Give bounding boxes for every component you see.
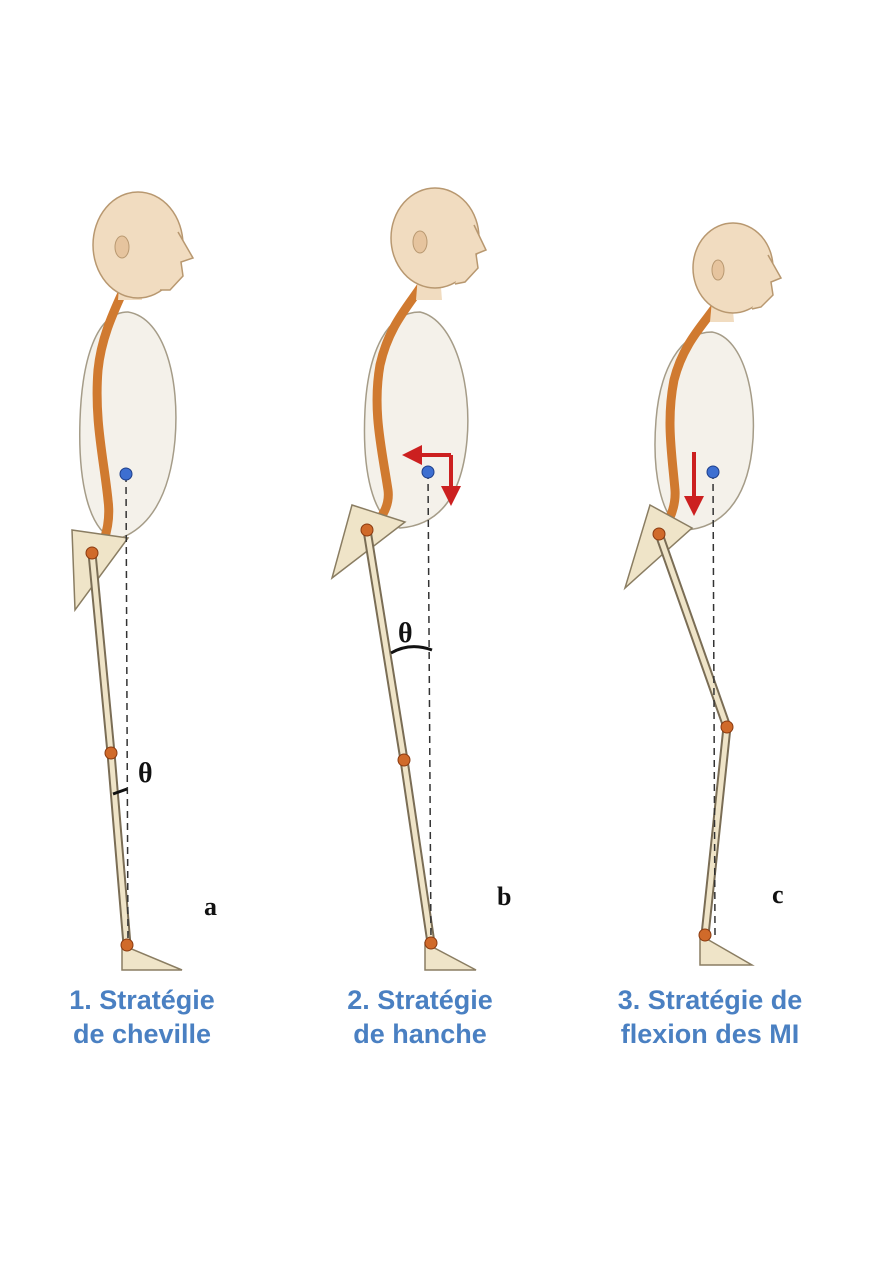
- ankle-joint-b: [424, 936, 438, 950]
- head-c: [692, 222, 783, 322]
- caption-ankle-line1: 1. Stratégie: [69, 985, 215, 1015]
- pelvis-a: [71, 529, 130, 613]
- caption-hip-line2: de hanche: [353, 1019, 487, 1049]
- knee-joint-a: [104, 746, 118, 760]
- caption-ankle-line2: de cheville: [72, 1019, 212, 1049]
- trunk-b: [363, 311, 469, 529]
- spine-b: [367, 270, 433, 533]
- com-line-a: [125, 474, 129, 946]
- knee-joint-c: [720, 720, 734, 734]
- ankle-joint-c: [698, 928, 712, 942]
- head-b: [390, 187, 488, 300]
- panel-letter-a: a: [204, 892, 217, 921]
- figure-b-hip-strategy: [330, 187, 488, 971]
- caption-flexion-line1: 3. Stratégie de: [617, 985, 803, 1015]
- angle-arc-b: [390, 645, 433, 655]
- hip-joint-c: [652, 527, 666, 541]
- panel-letter-b: b: [497, 882, 512, 911]
- panel-letter-c: c: [772, 880, 784, 909]
- caption-hip-line1: 2. Stratégie: [347, 985, 493, 1015]
- com-line-c: [712, 471, 716, 936]
- knee-joint-b: [397, 753, 411, 767]
- head-a: [92, 191, 195, 300]
- center-of-mass-c: [706, 465, 720, 479]
- spine-c: [657, 295, 725, 537]
- caption-ankle-strategy: 1. Stratégie de cheville: [2, 983, 282, 1051]
- figure-c-flexion-strategy: [623, 222, 783, 966]
- pelvis-c: [623, 503, 694, 591]
- angle-mark-a: [112, 787, 128, 796]
- figure-a-ankle-strategy: [71, 191, 195, 971]
- center-of-mass-b: [421, 465, 435, 479]
- foot-b: [424, 941, 477, 971]
- caption-flexion-line2: flexion des MI: [620, 1019, 800, 1049]
- hip-joint-a: [85, 546, 99, 560]
- center-of-mass-a: [119, 467, 133, 481]
- caption-hip-strategy: 2. Stratégie de hanche: [280, 983, 560, 1051]
- hip-joint-b: [360, 523, 374, 537]
- ankle-joint-a: [120, 938, 134, 952]
- spine-a: [92, 270, 135, 545]
- com-line-b: [427, 471, 432, 944]
- foot-a: [121, 943, 183, 971]
- foot-c: [699, 933, 755, 966]
- caption-flexion-strategy: 3. Stratégie de flexion des MI: [570, 983, 850, 1051]
- theta-label-b: θ: [398, 618, 413, 649]
- theta-label-a: θ: [138, 758, 153, 789]
